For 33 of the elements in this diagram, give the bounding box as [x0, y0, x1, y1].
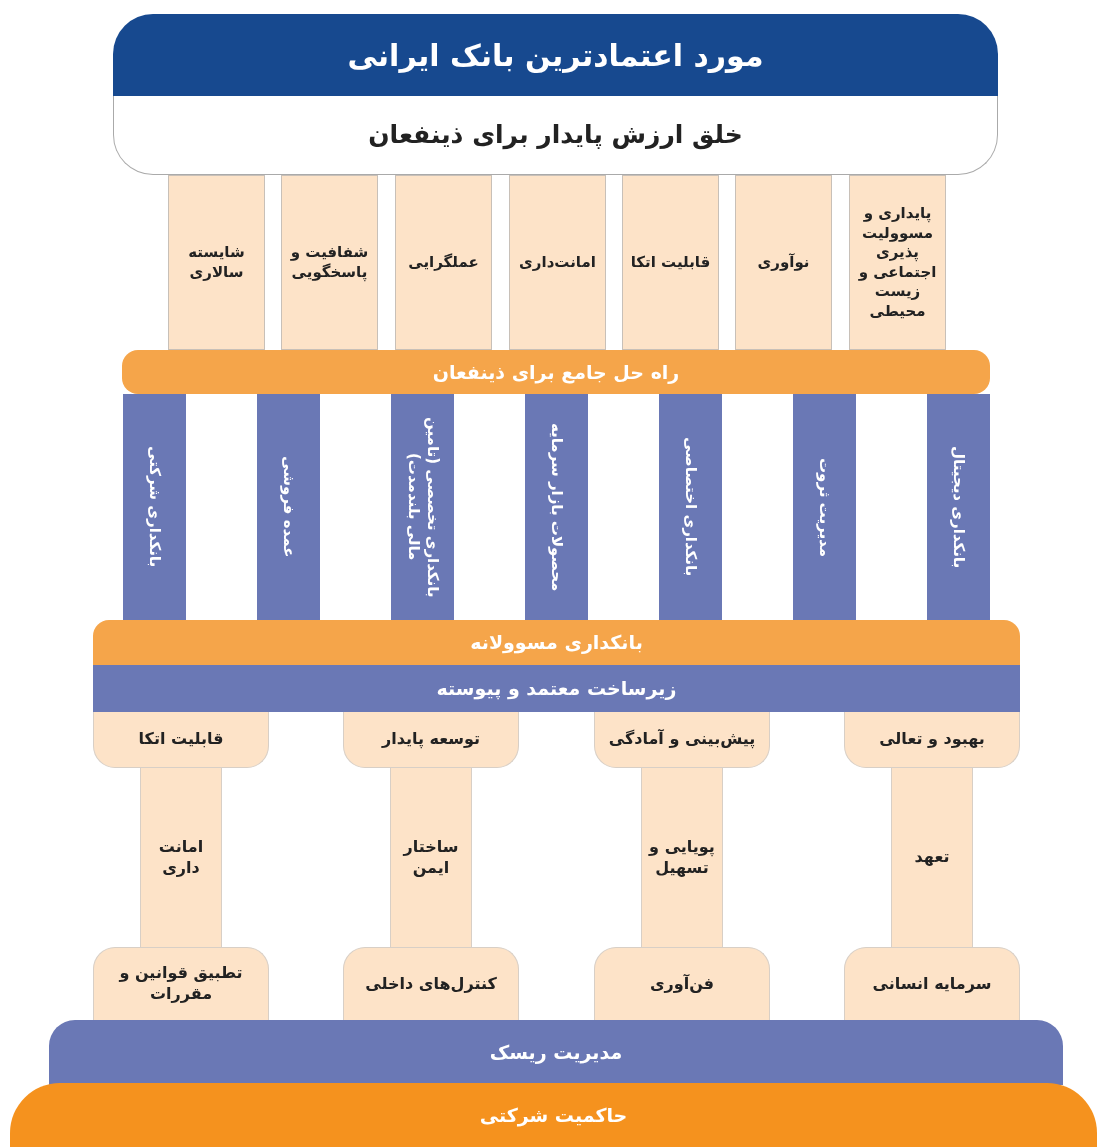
service-column: بانکداری تخصصی (تامین مالی بلندمدت)	[391, 394, 454, 620]
pillar-base: تطبیق قوانین و مقررات	[93, 947, 269, 1020]
value-column: پایداری و مسوولیت پذیری اجتماعی و زیست محیطی	[849, 175, 946, 350]
pillar-cap: قابلیت اتکا	[93, 712, 269, 768]
solution-bar: راه حل جامع برای ذینفعان	[122, 350, 990, 394]
pillar-shaft: ساختار ایمن	[390, 768, 472, 947]
value-column: نوآوری	[735, 175, 832, 350]
value-column: قابلیت اتکا	[622, 175, 719, 350]
pillar-cap: پیش‌بینی و آمادگی	[594, 712, 770, 768]
foundation-bar: بانکداری مسوولانه	[93, 620, 1020, 665]
service-column: بانکداری دیجیتال	[927, 394, 990, 620]
pillar-base: سرمایه انسانی	[844, 947, 1020, 1020]
value-column: امانت‌داری	[509, 175, 606, 350]
risk-bar: مدیریت ریسک	[49, 1020, 1063, 1085]
pillar-base: کنترل‌های داخلی	[343, 947, 519, 1020]
service-column: مدیریت ثروت	[793, 394, 856, 620]
value-column: شفافیت و پاسخگویی	[281, 175, 378, 350]
pillar-shaft: پویایی و تسهیل	[641, 768, 723, 947]
value-column: عملگرایی	[395, 175, 492, 350]
subtitle-banner: خلق ارزش پایدار برای ذینفعان	[113, 96, 998, 175]
pillar-shaft: امانت داری	[140, 768, 222, 947]
service-column: بانکداری اختصاصی	[659, 394, 722, 620]
pillar-cap: بهبود و تعالی	[844, 712, 1020, 768]
title-banner: مورد اعتمادترین بانک ایرانی	[113, 14, 998, 96]
pillar-shaft: تعهد	[891, 768, 973, 947]
service-column: بانکداری شرکتی	[123, 394, 186, 620]
service-column: عمده فروشی	[257, 394, 320, 620]
value-column: شایسته سالاری	[168, 175, 265, 350]
pillar-base: فن‌آوری	[594, 947, 770, 1020]
service-column: محصولات بازار سرمایه	[525, 394, 588, 620]
pillar-cap: توسعه پایدار	[343, 712, 519, 768]
governance-base: حاکمیت شرکتی	[10, 1083, 1097, 1147]
foundation-bar: زیرساخت معتمد و پیوسته	[93, 665, 1020, 712]
